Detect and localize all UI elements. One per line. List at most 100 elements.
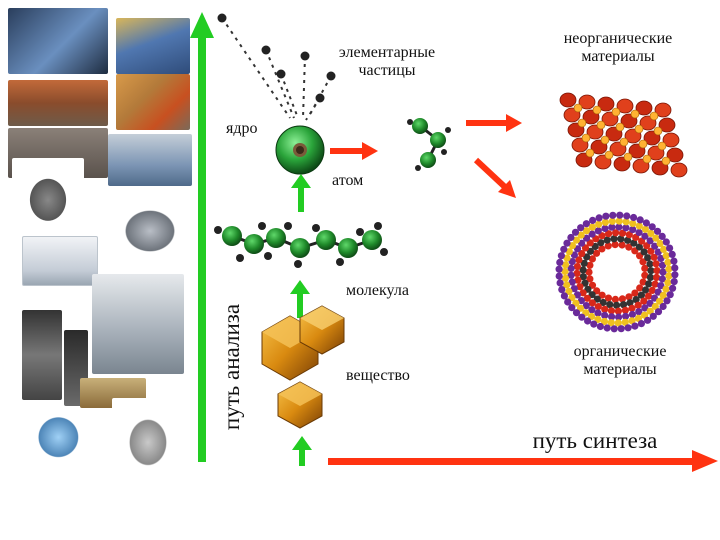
ring-atom: [584, 317, 592, 325]
ring-atom: [556, 258, 564, 266]
ring-atom: [570, 251, 579, 259]
ring-atom: [665, 272, 673, 280]
ring-atom: [598, 291, 606, 299]
ring-atom: [651, 280, 659, 288]
lattice-node: [619, 137, 629, 147]
lattice-node: [661, 156, 671, 166]
ring-atom: [599, 298, 607, 307]
ring-atom: [572, 236, 581, 244]
ring-atom: [557, 252, 566, 260]
ring-atom: [628, 304, 636, 312]
ring-atom: [575, 256, 583, 264]
ring-atom: [608, 217, 616, 225]
lattice-node: [585, 148, 595, 158]
lattice-node: [611, 107, 621, 117]
ring-atom: [598, 232, 606, 240]
magnifier-loupe-photo: [36, 414, 92, 472]
ring-atom: [662, 285, 670, 293]
ring-atom: [629, 226, 637, 234]
ring-atom: [561, 267, 569, 276]
ring-atom: [565, 287, 573, 296]
ring-atom: [625, 293, 633, 301]
synthesis-path-arrow: [328, 450, 718, 472]
lattice-node: [596, 120, 606, 130]
ring-atom: [563, 239, 571, 247]
molecule-chain: [214, 222, 388, 268]
ring-atom: [611, 241, 619, 249]
ring-atom: [588, 306, 596, 314]
ring-atom: [639, 258, 647, 266]
lattice-sphere: [616, 98, 634, 114]
ring-atom: [555, 272, 563, 280]
ring-atom: [582, 302, 590, 310]
lattice-node: [577, 118, 587, 128]
ring-atom: [650, 253, 658, 261]
ring-atom: [645, 280, 653, 288]
ring-atom: [586, 261, 594, 269]
detector-hall-photo: [8, 80, 108, 126]
ring-atom: [641, 232, 649, 240]
ring-atom: [588, 230, 596, 238]
ring-atom: [595, 214, 603, 222]
ring-atom: [577, 297, 586, 305]
ring-atom: [615, 217, 623, 225]
ring-atom: [582, 220, 591, 228]
ring-atom: [660, 245, 668, 253]
ring-atom: [593, 295, 601, 303]
ring-atom: [606, 301, 614, 309]
ring-atom: [640, 297, 648, 305]
atom-cluster: [407, 118, 451, 171]
inorganic-lattice: [559, 92, 688, 178]
ring-atom: [653, 273, 661, 281]
ring-atom: [580, 259, 588, 267]
ring-atom: [651, 242, 659, 250]
ring-atom: [607, 319, 615, 327]
ring-atom: [658, 232, 666, 240]
ring-atom: [605, 230, 613, 238]
ring-atom: [594, 227, 602, 235]
lattice-node: [581, 133, 591, 143]
ring-atom: [619, 301, 628, 309]
ring-atom: [576, 283, 584, 291]
ring-atom: [601, 311, 609, 319]
lattice-node: [638, 139, 648, 149]
ring-atom: [628, 310, 637, 319]
ring-atom: [578, 313, 586, 321]
ring-atom: [656, 239, 664, 248]
ring-atom: [640, 248, 648, 256]
ring-atom: [561, 261, 570, 269]
ring-atom: [612, 229, 620, 237]
substance-label: вещество: [346, 367, 410, 384]
ring-atom: [664, 258, 672, 266]
ring-atom: [579, 289, 587, 297]
lattice-sphere: [658, 117, 676, 133]
ring-atom: [653, 227, 662, 235]
diffractometer-photo: [12, 158, 84, 234]
ring-atom: [666, 244, 674, 252]
ring-atom: [657, 254, 665, 263]
elementary-particles-label: элементарные частицы: [322, 44, 452, 80]
ring-atom: [653, 267, 661, 275]
ring-atom: [623, 212, 631, 220]
ring-atom: [662, 238, 670, 246]
ring-atom: [588, 255, 597, 263]
ring-atom: [560, 292, 569, 300]
ring-atom: [654, 308, 663, 316]
atom-to-inorganic-arrow: [330, 142, 378, 160]
ring-atom: [588, 299, 597, 307]
ring-atom: [603, 236, 611, 244]
ring-atom: [583, 294, 591, 302]
ring-atom: [567, 271, 575, 279]
ring-atom: [641, 264, 649, 272]
analysis-path-label: путь анализа: [219, 303, 244, 431]
lattice-sphere: [597, 96, 615, 112]
inorganic-materials-line-2: материалы: [581, 48, 655, 65]
ring-atom: [568, 304, 576, 312]
organic-materials-line-2: материалы: [583, 361, 657, 378]
elementary-particles-line-1: элементарные: [338, 44, 436, 61]
ring-atom: [568, 258, 576, 266]
ring-atom: [631, 322, 639, 330]
ring-atom: [588, 223, 597, 231]
atom-nucleus: [275, 125, 325, 175]
